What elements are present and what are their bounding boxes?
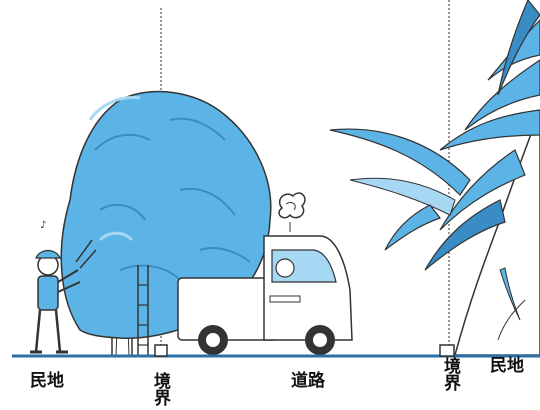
bushy-tree-icon <box>60 90 272 357</box>
ladder-icon <box>137 265 149 356</box>
palm-tree-icon <box>329 0 540 356</box>
gardener-icon: ♪ <box>30 220 97 354</box>
right-private-land-label: 民地 <box>490 356 524 376</box>
left-private-land-label: 民地 <box>30 371 64 391</box>
frustration-scribble-icon <box>278 192 306 232</box>
road-label: 道路 <box>291 371 325 391</box>
right-boundary-marker <box>439 344 455 357</box>
truck-icon <box>177 235 353 355</box>
left-boundary-label: 境界 <box>150 372 170 406</box>
svg-text:♪: ♪ <box>40 220 46 231</box>
left-boundary-marker <box>154 344 168 357</box>
right-boundary-label: 境界 <box>440 357 460 391</box>
